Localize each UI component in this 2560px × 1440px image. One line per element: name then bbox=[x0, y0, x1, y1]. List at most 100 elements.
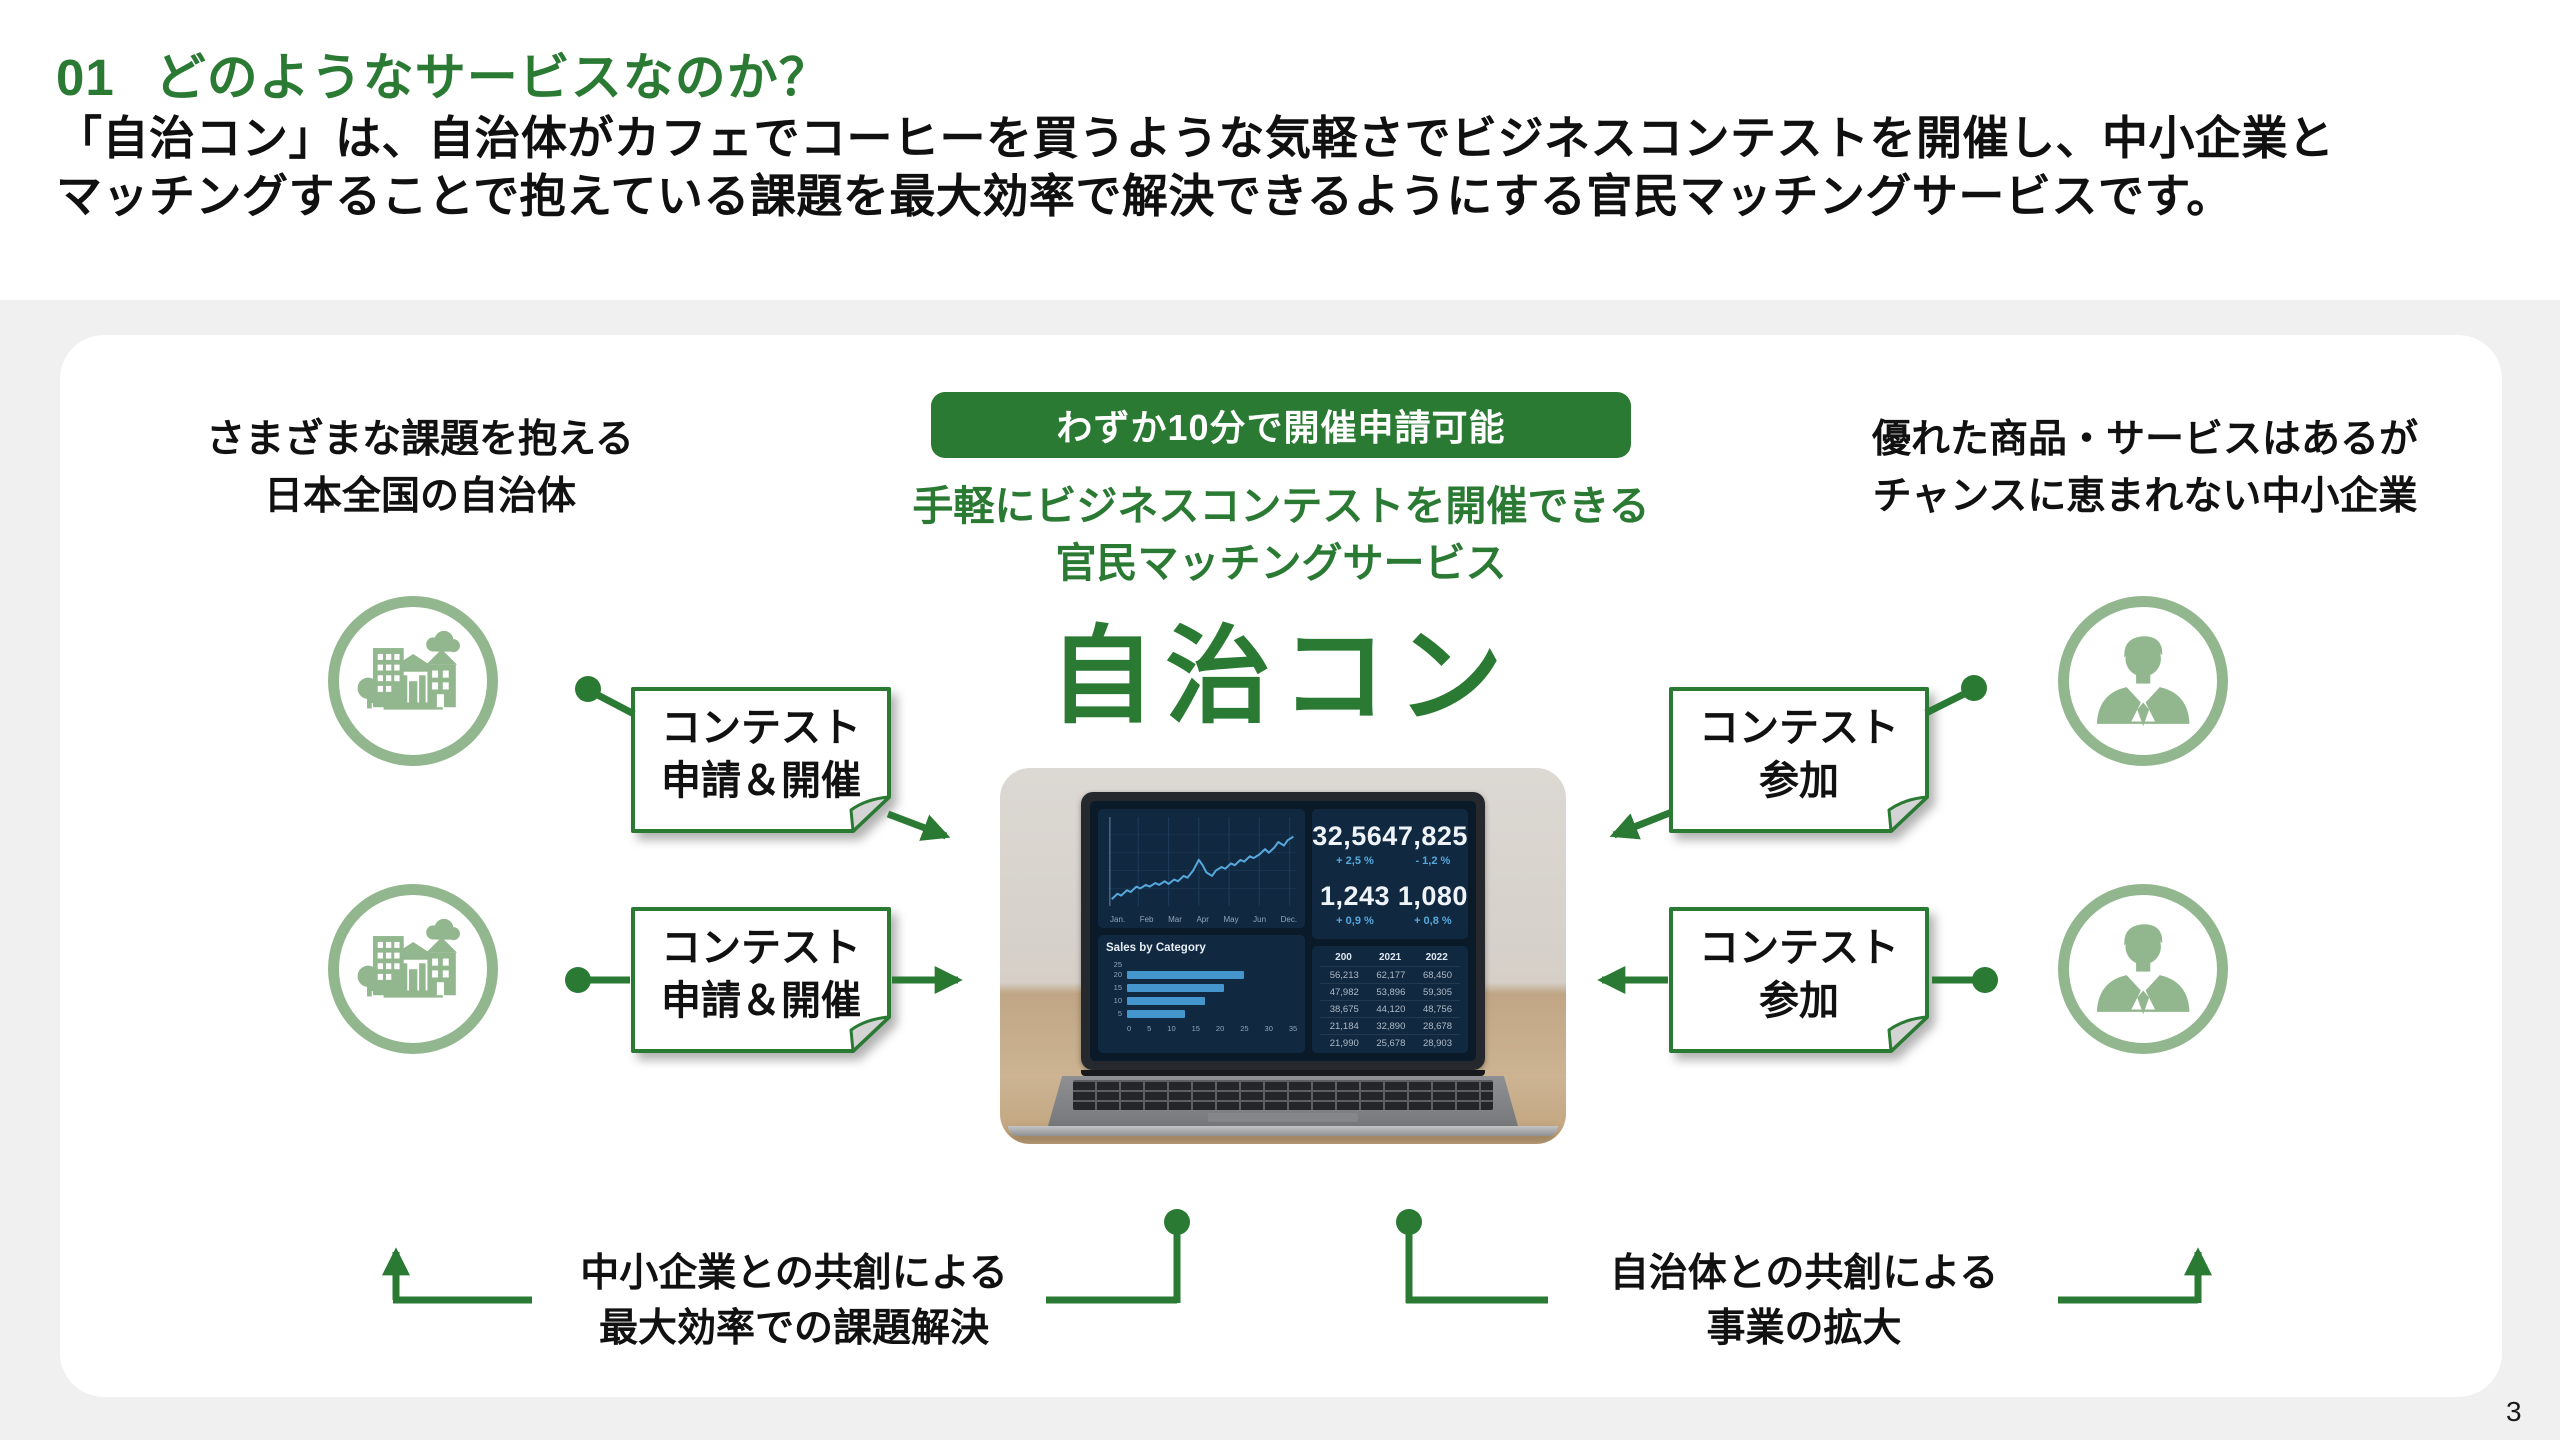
table-cell: 62,177 bbox=[1366, 966, 1414, 984]
month-label: Jan. bbox=[1110, 915, 1126, 925]
bottom-left-line1: 中小企業との共創による bbox=[580, 1252, 1008, 1295]
municipality-caption-line1: さまざまな課題を抱える bbox=[206, 418, 634, 461]
tagline-line-2: 官民マッチングサービス bbox=[1055, 540, 1507, 587]
lead-paragraph: 「自治コン」は、自治体がカフェでコーヒーを買うような気軽さでビジネスコンテストを… bbox=[56, 110, 2516, 226]
table-cell: 21,184 bbox=[1320, 1017, 1367, 1035]
bar-row: 5 bbox=[1106, 1007, 1297, 1020]
callout-apply-2: コンテスト 申請＆開催 bbox=[630, 906, 892, 1054]
bottom-right-line2: 事業の拡大 bbox=[1706, 1307, 1902, 1351]
bar-y-tick: 25 bbox=[1113, 959, 1122, 969]
table-cell: 32,890 bbox=[1366, 1017, 1414, 1035]
bar-x-tick: 20 bbox=[1215, 1024, 1225, 1034]
table-header-cell: 200 bbox=[1335, 952, 1352, 963]
kpi-delta: + 0,8 % bbox=[1414, 915, 1452, 927]
lead-line-1: 「自治コン」は、自治体がカフェでコーヒーを買うような気軽さでビジネスコンテストを… bbox=[56, 112, 2335, 164]
callout-line1: コンテスト bbox=[661, 706, 861, 751]
table-cell: 47,982 bbox=[1320, 983, 1367, 1001]
laptop-hinge bbox=[1081, 1070, 1485, 1076]
bar-track bbox=[1127, 996, 1297, 1005]
kpi-card: 7,825 - 1,2 % bbox=[1398, 821, 1468, 867]
table-header-row: 200 2021 2022 bbox=[1320, 948, 1460, 967]
laptop-trackpad bbox=[1208, 1113, 1358, 1122]
table-cell: 48,756 bbox=[1413, 1000, 1460, 1018]
sme-caption-line1: 優れた商品・サービスはあるが bbox=[1871, 418, 2418, 461]
kpi-value: 1,080 bbox=[1397, 881, 1468, 911]
section-title: どのようなサービスなのか？ bbox=[154, 49, 831, 106]
bar-x-tick: 0 bbox=[1127, 1024, 1132, 1034]
bottom-right-caption: 自治体との共創による 事業の拡大 bbox=[1504, 1246, 2104, 1357]
callout-line1: コンテスト bbox=[1699, 926, 1899, 971]
callout-line2: 申請＆開催 bbox=[661, 979, 861, 1023]
bar-track bbox=[1127, 1009, 1297, 1018]
kpi-delta: + 0,9 % bbox=[1336, 915, 1374, 927]
callout-line2: 参加 bbox=[1759, 979, 1839, 1023]
business-person-icon-2 bbox=[2058, 884, 2228, 1054]
callout-text: コンテスト 申請＆開催 bbox=[630, 906, 892, 1054]
bar bbox=[1127, 1009, 1186, 1018]
lead-line-2: マッチングすることで抱えている課題を最大効率で解決できるようにする官民マッチング… bbox=[56, 169, 2233, 222]
callout-line2: 参加 bbox=[1759, 759, 1839, 803]
table-header-cell: 2022 bbox=[1425, 952, 1448, 963]
kpi-value: 7,825 bbox=[1397, 821, 1468, 851]
bar bbox=[1127, 970, 1244, 979]
callout-line1: コンテスト bbox=[1699, 706, 1899, 751]
callout-join-2: コンテスト 参加 bbox=[1668, 906, 1930, 1054]
note-shape bbox=[1669, 907, 1929, 1053]
laptop-base bbox=[1008, 1126, 1558, 1136]
bar-track bbox=[1127, 970, 1297, 979]
business-person-icon bbox=[2058, 596, 2228, 766]
table-cell: 38,675 bbox=[1320, 1000, 1367, 1018]
month-label: May bbox=[1223, 915, 1239, 925]
sme-caption-line2: チャンスに恵まれない中小企業 bbox=[1872, 474, 2418, 518]
kpi-value: 32,564 bbox=[1312, 821, 1398, 851]
note-shape bbox=[631, 907, 891, 1053]
callout-line1: コンテスト bbox=[661, 926, 861, 971]
tagline: 手軽にビジネスコンテストを開催できる 官民マッチングサービス bbox=[731, 478, 1831, 593]
month-label: Dec. bbox=[1280, 915, 1298, 925]
table-cell: 59,305 bbox=[1413, 983, 1460, 1001]
callout-text: コンテスト 参加 bbox=[1668, 906, 1930, 1054]
bar-x-tick: 30 bbox=[1264, 1024, 1273, 1034]
bar-y-tick: 20 bbox=[1113, 970, 1122, 980]
bar-x-tick: 25 bbox=[1240, 1024, 1249, 1034]
callout-apply-1: コンテスト 申請＆開催 bbox=[630, 686, 892, 834]
tagline-line-1: 手軽にビジネスコンテストを開催できる bbox=[912, 483, 1650, 529]
bar-row: 25 bbox=[1106, 959, 1297, 969]
month-label: Apr bbox=[1196, 915, 1209, 925]
bar-y-tick: 15 bbox=[1113, 983, 1122, 993]
page-title: 01 どのようなサービスなのか？ bbox=[56, 36, 831, 110]
bar bbox=[1127, 996, 1205, 1005]
bar-row: 20 bbox=[1106, 968, 1297, 981]
kpi-grid: 32,564+ 2,5 %7,825- 1,2 %1,243+ 0,9 %1,0… bbox=[1312, 809, 1468, 939]
bar-y-tick: 5 bbox=[1117, 1009, 1122, 1019]
note-shape bbox=[631, 687, 891, 833]
municipality-icon-2 bbox=[328, 884, 498, 1054]
sme-caption: 優れた商品・サービスはあるが チャンスに恵まれない中小企業 bbox=[1810, 412, 2480, 525]
table-cell: 28,678 bbox=[1413, 1017, 1460, 1035]
laptop-keyboard bbox=[1048, 1076, 1518, 1126]
bottom-left-line2: 最大効率での課題解決 bbox=[598, 1307, 989, 1351]
bar-track bbox=[1127, 983, 1297, 992]
bar-x-tick: 35 bbox=[1288, 1024, 1298, 1034]
section-number: 01 bbox=[56, 49, 115, 106]
month-label: Jun bbox=[1253, 915, 1267, 925]
kpi-delta: - 1,2 % bbox=[1415, 855, 1451, 867]
table-header-cell: 2021 bbox=[1378, 952, 1402, 963]
month-label: Mar bbox=[1168, 915, 1182, 925]
bar-row: 15 bbox=[1106, 981, 1297, 994]
bar-y-tick: 10 bbox=[1113, 996, 1122, 1006]
bar-x-tick: 15 bbox=[1191, 1024, 1200, 1034]
kpi-card: 1,243+ 0,9 % bbox=[1312, 881, 1398, 927]
